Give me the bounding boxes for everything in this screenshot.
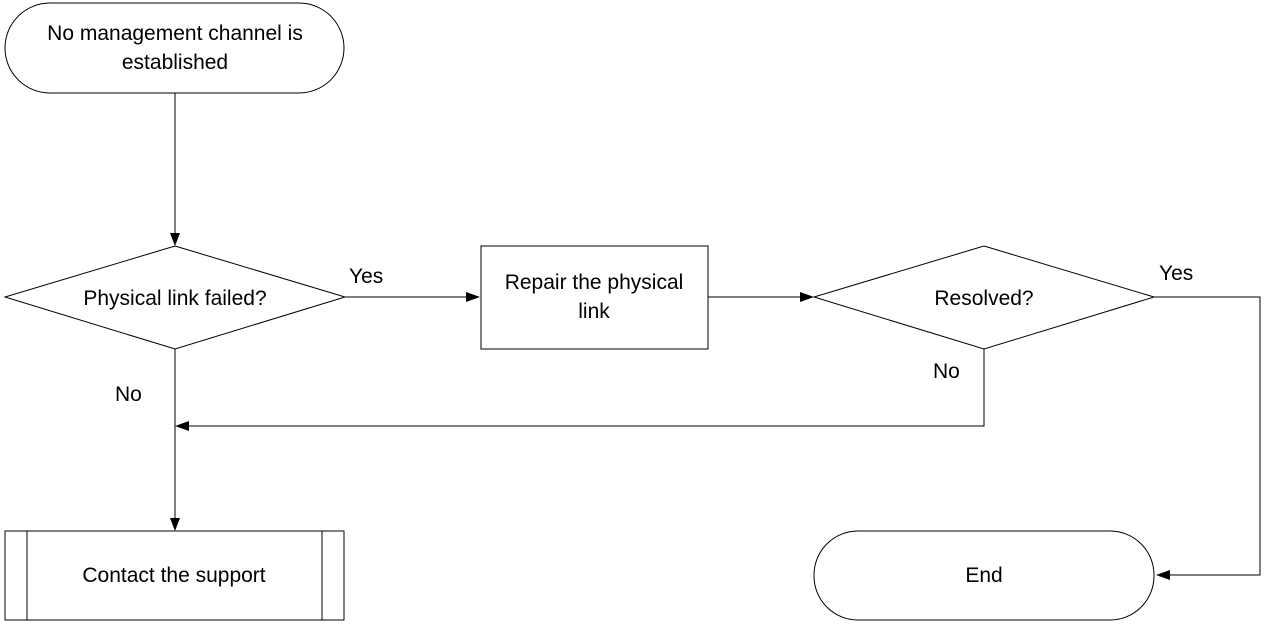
start-node-label-line-2: established bbox=[122, 51, 228, 74]
connector-resolved-no-to-main-line bbox=[184, 349, 985, 427]
connector-resolved-yes-to-end bbox=[1154, 296, 1261, 576]
start-node-label-line-1: No management channel is bbox=[47, 22, 303, 45]
contact-support-shape bbox=[4, 530, 345, 621]
resolved-decision-node: Resolved? bbox=[812, 245, 1156, 350]
end-terminal-shape bbox=[813, 530, 1155, 621]
arrowhead-into-main-line bbox=[175, 421, 189, 431]
resolved-decision-shape bbox=[812, 245, 1156, 350]
start-terminal-shape bbox=[4, 2, 345, 94]
end-node-label: End bbox=[965, 564, 1002, 587]
repair-physical-link-node: Repair the physical link bbox=[480, 245, 709, 350]
arrowhead-into-contact-support bbox=[170, 518, 180, 531]
resolved-yes-label: Yes bbox=[1159, 262, 1193, 285]
arrowhead-into-physical-link bbox=[170, 233, 180, 246]
physical-link-decision-shape bbox=[3, 245, 347, 350]
repair-process-label-line-1: Repair the physical bbox=[505, 271, 684, 294]
physical-link-decision-label: Physical link failed? bbox=[83, 287, 266, 310]
arrowhead-into-resolved bbox=[800, 292, 814, 302]
resolved-decision-label: Resolved? bbox=[934, 287, 1033, 310]
physical-link-yes-label: Yes bbox=[349, 265, 383, 288]
start-node: No management channel is established bbox=[4, 2, 345, 94]
end-node: End bbox=[813, 530, 1155, 621]
physical-link-decision-node: Physical link failed? bbox=[3, 245, 347, 350]
contact-support-node: Contact the support bbox=[4, 530, 345, 621]
arrowhead-into-repair bbox=[466, 292, 480, 302]
repair-process-label-line-2: link bbox=[578, 300, 610, 323]
repair-process-shape bbox=[480, 245, 709, 350]
arrowhead-into-end bbox=[1156, 570, 1170, 580]
contact-support-label: Contact the support bbox=[82, 564, 265, 587]
resolved-no-label: No bbox=[933, 360, 960, 383]
physical-link-no-label: No bbox=[115, 383, 142, 406]
